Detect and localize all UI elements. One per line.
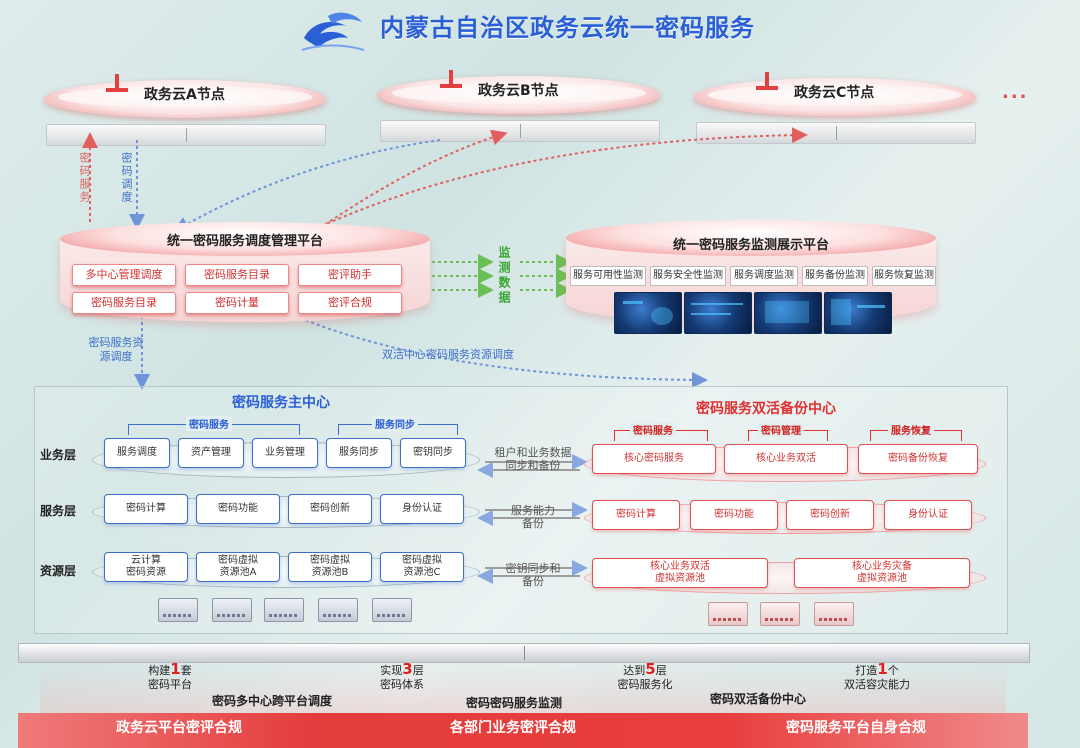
resource-dispatch-label: 密码服务资源调度 (88, 336, 144, 363)
backup-business-item[interactable]: 核心密码服务 (592, 444, 716, 474)
server-icon (158, 598, 198, 622)
main-service-item[interactable]: 密码计算 (104, 494, 188, 524)
antenna-icon (756, 72, 778, 90)
active-dispatch-label: 双活中心密码服务资源调度 (382, 348, 514, 361)
backup-resource-item[interactable]: 核心业务灾备 虚拟资源池 (794, 558, 970, 588)
monitor-data-label: 监测数据 (497, 246, 511, 306)
group-label: 服务同步 (372, 416, 418, 431)
cloud-node-c: 政务云C节点 (694, 72, 976, 148)
backup-service-item[interactable]: 密码功能 (690, 500, 778, 530)
backup-center-title: 密码服务双活备份中心 (696, 401, 836, 417)
main-service-item[interactable]: 密码功能 (196, 494, 280, 524)
main-resource-item[interactable]: 密码虚拟 资源池A (196, 552, 280, 582)
capability-label: 密码双活备份中心 (710, 692, 807, 706)
server-icon (318, 598, 358, 622)
antenna-icon (440, 70, 462, 88)
server-icon (372, 598, 412, 622)
crypto-dispatch-label: 密码调度 (120, 152, 133, 204)
base-glow (40, 664, 1006, 714)
mgmt-item[interactable]: 多中心管理调度 (72, 264, 176, 286)
server-icon (760, 602, 800, 626)
main-business-item[interactable]: 服务同步 (326, 438, 392, 468)
more-nodes-indicator: ... (1002, 82, 1029, 103)
monitor-item[interactable]: 服务恢复监测 (872, 266, 936, 286)
mgmt-platform-top (60, 222, 430, 256)
group-label: 服务恢复 (888, 422, 934, 437)
monitor-platform-title: 统一密码服务监测展示平台 (672, 238, 829, 253)
backup-resource-item[interactable]: 核心业务双活 虚拟资源池 (592, 558, 768, 588)
server-icon (814, 602, 854, 626)
node-label: 政务云B节点 (478, 83, 559, 99)
sync-capability-label: 服务能力 备份 (511, 504, 555, 530)
dashboard-screen (684, 292, 752, 334)
mgmt-item[interactable]: 密评合规 (298, 292, 402, 314)
group-label: 密码管理 (758, 422, 804, 437)
layer-service: 服务层 (40, 504, 77, 518)
base-platform (18, 643, 1030, 663)
monitor-platform-top (566, 220, 936, 256)
group-label: 密码服务 (630, 422, 676, 437)
main-service-item[interactable]: 身份认证 (380, 494, 464, 524)
sync-key-label: 密钥同步和 备份 (505, 562, 561, 588)
main-business-item[interactable]: 密钥同步 (400, 438, 466, 468)
capability-label: 密码多中心跨平台调度 (212, 694, 333, 708)
dashboard-screen (824, 292, 892, 334)
server-icon (708, 602, 748, 626)
compliance-label: 各部门业务密评合规 (450, 720, 576, 736)
monitor-item[interactable]: 服务调度监测 (730, 266, 798, 286)
group-label: 密码服务 (186, 416, 232, 431)
main-center-title: 密码服务主中心 (232, 395, 330, 411)
server-icon (264, 598, 304, 622)
mgmt-platform-title: 统一密码服务调度管理平台 (166, 234, 323, 249)
compliance-label: 密码服务平台自身合规 (786, 720, 926, 736)
stat-item: 实现3层密码体系 (380, 660, 424, 692)
node-label: 政务云A节点 (144, 87, 225, 103)
sync-tenant-label: 租户和业务数据 同步和备份 (494, 446, 572, 472)
backup-business-item[interactable]: 核心业务双活 (724, 444, 848, 474)
main-resource-item[interactable]: 云计算 密码资源 (104, 552, 188, 582)
stat-item: 构建1套密码平台 (148, 660, 192, 692)
main-resource-item[interactable]: 密码虚拟 资源池B (288, 552, 372, 582)
main-business-item[interactable]: 资产管理 (178, 438, 244, 468)
page-title: 内蒙古自治区政务云统一密码服务 (380, 14, 755, 42)
stat-item: 达到5层密码服务化 (617, 660, 673, 692)
main-service-item[interactable]: 密码创新 (288, 494, 372, 524)
main-business-item[interactable]: 服务调度 (104, 438, 170, 468)
stat-item: 打造1个双活容灾能力 (844, 660, 910, 692)
layer-business: 业务层 (40, 448, 77, 462)
node-label: 政务云C节点 (794, 85, 875, 101)
cloud-logo-icon (301, 12, 365, 51)
backup-business-item[interactable]: 密码备份恢复 (858, 444, 978, 474)
main-business-item[interactable]: 业务管理 (252, 438, 318, 468)
antenna-icon (106, 74, 128, 92)
mgmt-item[interactable]: 密码计量 (185, 292, 289, 314)
cloud-node-a: 政务云A节点 (44, 74, 326, 150)
monitor-item[interactable]: 服务备份监测 (802, 266, 868, 286)
mgmt-item[interactable]: 密码服务目录 (72, 292, 176, 314)
crypto-service-label: 密码服务 (78, 152, 91, 204)
layer-resource: 资源层 (40, 564, 77, 578)
monitor-item[interactable]: 服务安全性监测 (650, 266, 726, 286)
cloud-node-b: 政务云B节点 (378, 70, 660, 146)
main-resource-item[interactable]: 密码虚拟 资源池C (380, 552, 464, 582)
server-icon (212, 598, 252, 622)
capability-label: 密码密码服务监测 (466, 696, 563, 710)
monitor-item[interactable]: 服务可用性监测 (570, 266, 646, 286)
backup-service-item[interactable]: 密码计算 (592, 500, 680, 530)
backup-service-item[interactable]: 密码创新 (786, 500, 874, 530)
dashboard-screen (754, 292, 822, 334)
mgmt-item[interactable]: 密码服务目录 (185, 264, 289, 286)
dashboard-screen (614, 292, 682, 334)
backup-service-item[interactable]: 身份认证 (884, 500, 972, 530)
mgmt-item[interactable]: 密评助手 (298, 264, 402, 286)
compliance-base: 政务云平台密评合规 各部门业务密评合规 密码服务平台自身合规 (18, 713, 1028, 748)
compliance-label: 政务云平台密评合规 (116, 720, 242, 736)
